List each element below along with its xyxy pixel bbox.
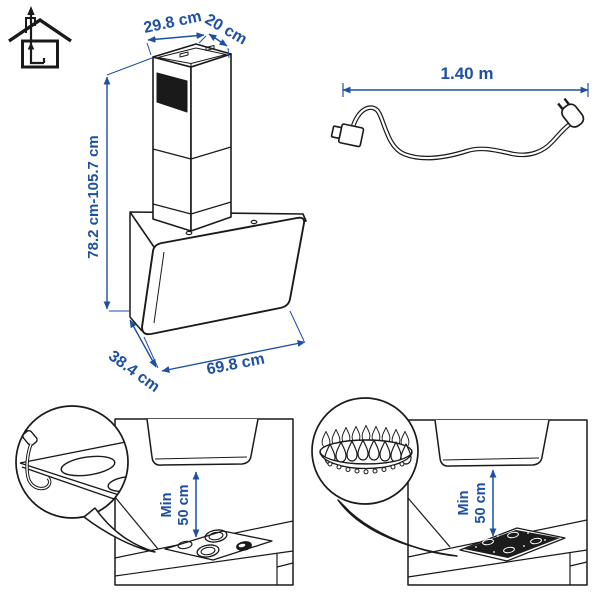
power-cord-illustration xyxy=(330,83,589,161)
gas-flame-callout xyxy=(311,397,458,557)
min-clearance-electric-label: Min 50 cm xyxy=(159,475,195,535)
worktop-cutout xyxy=(60,455,116,477)
callout-pointer xyxy=(83,507,156,553)
cord-length-label: 1.40 m xyxy=(440,64,494,83)
min-value: 50 cm xyxy=(473,482,489,524)
hood-in-scene xyxy=(434,419,550,467)
width-dimension-line xyxy=(161,340,306,373)
hood-dimension-lines xyxy=(103,32,306,373)
cord-length-dimension xyxy=(342,83,589,97)
min-word: Min xyxy=(456,490,472,516)
cord-connector xyxy=(330,123,365,148)
vent-arrow-head xyxy=(27,6,35,15)
top-width-dimension-line xyxy=(147,32,205,43)
electric-hob xyxy=(164,529,273,561)
hood-chimney xyxy=(152,43,232,232)
cord-cable xyxy=(349,105,572,161)
hood-in-scene xyxy=(146,418,259,466)
min-clearance-gas-label: Min 50 cm xyxy=(456,473,492,533)
electric-detail-callout xyxy=(15,405,156,553)
gas-burner-flames xyxy=(319,424,413,475)
callout-pointer xyxy=(337,499,458,557)
vented-house-icon xyxy=(8,6,72,69)
depth-dimension-line xyxy=(129,319,157,368)
min-word: Min xyxy=(159,492,175,518)
hood-glass-panel xyxy=(141,216,306,336)
mounting-height-range-label: 78.2 cm-105.7 cm xyxy=(85,135,102,259)
gas-hob xyxy=(459,527,566,562)
top-depth-dimension-line xyxy=(208,33,228,47)
cord-plug xyxy=(557,97,585,128)
chimney-vent-grille xyxy=(156,72,188,113)
electric-hob-panel xyxy=(114,418,294,586)
gas-hob-panel xyxy=(407,419,588,586)
min-value: 50 cm xyxy=(176,484,192,526)
extractor-hood-illustration xyxy=(129,43,307,336)
